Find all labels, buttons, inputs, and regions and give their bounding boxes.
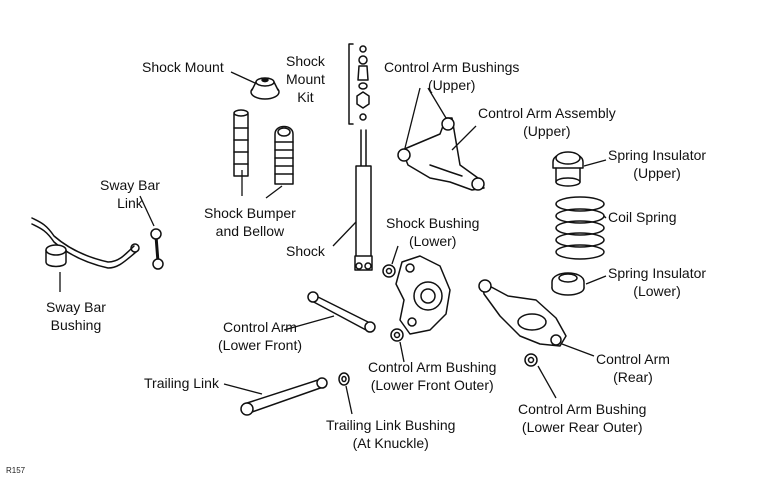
label-shock-bumper-bellow: Shock Bumper and Bellow [204,205,296,239]
label-shock-bushing-lower: Shock Bushing (Lower) [386,215,480,249]
label-control-arm-lower-front: Control Arm (Lower Front) [218,319,303,353]
trailing-link-part [240,377,328,416]
label-shock-mount-kit: Shock Mount Kit [286,53,325,105]
shock-mount-kit-part [348,43,370,125]
spring-insulator-upper-part [552,151,584,187]
reference-code: R157 [6,466,26,475]
shock-bushing-lower-part [382,264,396,278]
label-coil-spring: Coil Spring [608,209,677,225]
trailing-link-bushing-part [338,372,350,386]
label-trailing-link-bushing-at-knuckle: Trailing Link Bushing (At Knuckle) [326,417,456,451]
shock-bumper-part [233,109,249,177]
label-sway-bar-bushing: Sway Bar Bushing [46,299,106,333]
label-shock: Shock [286,243,325,259]
label-spring-insulator-upper: Spring Insulator (Upper) [608,147,707,181]
label-trailing-link: Trailing Link [144,375,219,391]
shock-bellow-part [274,125,294,185]
sway-bar-link-part [150,228,164,270]
shock-part [354,129,373,271]
label-control-arm-assembly-upper: Control Arm Assembly (Upper) [478,105,616,139]
coil-spring-part [555,196,605,260]
control-arm-bushing-lower-front-outer-part [390,328,404,342]
label-control-arm-bushing-lower-rear-outer: Control Arm Bushing (Lower Rear Outer) [518,401,647,435]
control-arm-bushing-lower-rear-outer-part [524,353,538,367]
sway-bar-bushing-part [45,244,67,268]
knuckle-part [395,255,451,335]
spring-insulator-lower-part [551,272,585,296]
label-control-arm-bushing-lower-front-outer: Control Arm Bushing (Lower Front Outer) [368,359,497,393]
shock-mount-part [250,77,280,100]
label-spring-insulator-lower: Spring Insulator (Lower) [608,265,707,299]
label-sway-bar-link: Sway Bar Link [100,177,160,211]
label-shock-mount: Shock Mount [142,59,224,75]
control-arm-lower-front-part [307,291,376,333]
control-arm-rear-part [478,279,567,347]
control-arm-upper-part [397,117,485,191]
leader-lines [59,71,607,415]
sway-bar-part [31,217,140,269]
label-control-arm-rear: Control Arm (Rear) [596,351,670,385]
label-control-arm-bushings-upper: Control Arm Bushings (Upper) [384,59,520,93]
